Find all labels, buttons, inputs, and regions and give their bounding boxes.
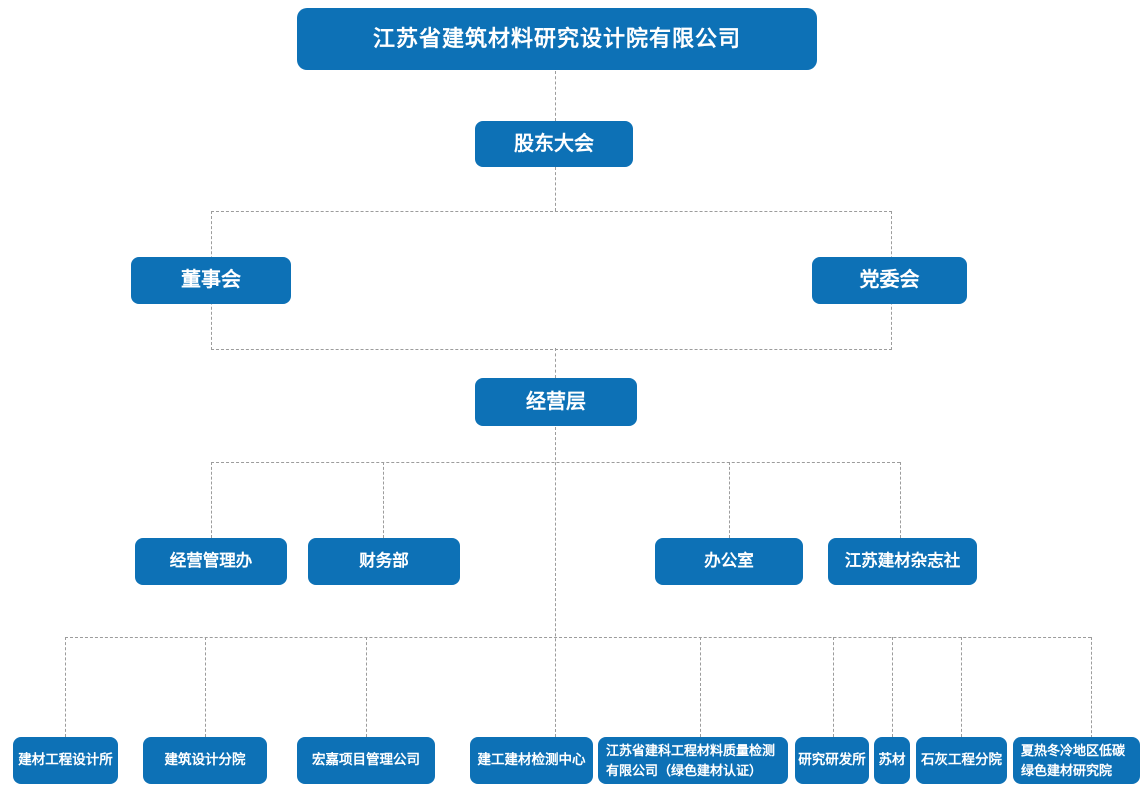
connector-drop-dept-1 bbox=[211, 462, 212, 538]
org-node-jianke-quality-testing-company: 江苏省建科工程材料质量检测有限公司（绿色建材认证） bbox=[598, 737, 788, 784]
org-node-hongjia-project-management: 宏嘉项目管理公司 bbox=[297, 737, 435, 784]
connector-governance-to-management bbox=[555, 348, 556, 378]
connector-root-to-shareholders bbox=[555, 71, 556, 121]
org-node-sucai: 苏材 bbox=[874, 737, 910, 784]
connector-drop-sub-7 bbox=[892, 637, 893, 737]
departments-rail bbox=[211, 462, 900, 463]
org-node-low-carbon-green-materials-institute: 夏热冬冷地区低碳绿色建材研究院 bbox=[1013, 737, 1140, 784]
org-node-finance-dept: 财务部 bbox=[308, 538, 460, 585]
connector-drop-sub-5 bbox=[700, 637, 701, 737]
governance-frame bbox=[211, 211, 892, 350]
org-node-operations-office: 经营管理办 bbox=[135, 538, 287, 585]
connector-drop-dept-4 bbox=[900, 462, 901, 538]
connector-drop-dept-3 bbox=[729, 462, 730, 538]
org-node-shareholders-meeting: 股东大会 bbox=[475, 121, 633, 167]
org-node-general-office: 办公室 bbox=[655, 538, 803, 585]
org-node-research-institute: 研究研发所 bbox=[795, 737, 869, 784]
connector-drop-dept-2 bbox=[383, 462, 384, 538]
connector-management-trunk bbox=[555, 427, 556, 737]
org-node-architectural-design-branch: 建筑设计分院 bbox=[143, 737, 267, 784]
org-node-construction-materials-testing-center: 建工建材检测中心 bbox=[470, 737, 593, 784]
subsidiaries-rail bbox=[65, 637, 1091, 638]
connector-drop-sub-2 bbox=[205, 637, 206, 737]
org-node-building-materials-engineering-design-institute: 建材工程设计所 bbox=[13, 737, 118, 784]
org-node-jiangsu-building-materials-magazine: 江苏建材杂志社 bbox=[828, 538, 977, 585]
connector-drop-sub-3 bbox=[366, 637, 367, 737]
org-node-management-layer: 经营层 bbox=[475, 378, 637, 426]
connector-drop-sub-1 bbox=[65, 637, 66, 737]
org-node-root-company: 江苏省建筑材料研究设计院有限公司 bbox=[297, 8, 817, 70]
connector-drop-sub-8 bbox=[961, 637, 962, 737]
connector-drop-sub-9 bbox=[1091, 637, 1092, 738]
org-node-lime-engineering-branch: 石灰工程分院 bbox=[916, 737, 1007, 784]
connector-shareholders-to-governance bbox=[555, 167, 556, 211]
org-node-party-committee: 党委会 bbox=[812, 257, 967, 304]
connector-drop-sub-6 bbox=[833, 637, 834, 737]
org-node-board-of-directors: 董事会 bbox=[131, 257, 291, 304]
